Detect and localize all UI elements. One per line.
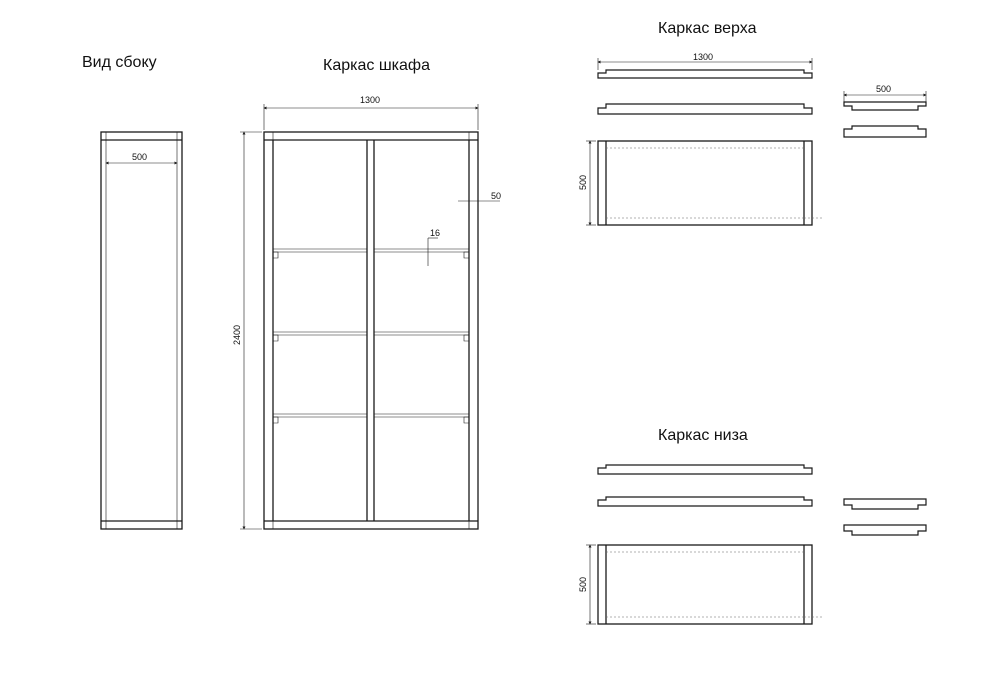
top-side-depth-dimension: 500: [876, 84, 891, 94]
cabinet-height-dimension: 2400: [232, 325, 242, 345]
side-view-title: Вид сбоку: [82, 54, 157, 71]
bottom-frame-depth-dimension: 500: [578, 577, 588, 592]
side-depth-dimension: 500: [132, 152, 147, 162]
top-frame-drawing: [586, 58, 927, 226]
bottom-frame-drawing: [586, 464, 927, 625]
cabinet-width-dimension: 1300: [360, 95, 380, 105]
side-view-drawing: [100, 131, 183, 530]
bottom-frame-title: Каркас низа: [658, 427, 748, 444]
cabinet-frame-title: Каркас шкафа: [323, 57, 430, 74]
post-width-dimension: 50: [491, 191, 501, 201]
shelf-thickness-dimension: 16: [430, 228, 440, 238]
top-width-dimension: 1300: [693, 52, 713, 62]
top-frame-title: Каркас верха: [658, 20, 757, 37]
cabinet-frame-drawing: [240, 104, 500, 530]
top-frame-depth-dimension: 500: [578, 175, 588, 190]
